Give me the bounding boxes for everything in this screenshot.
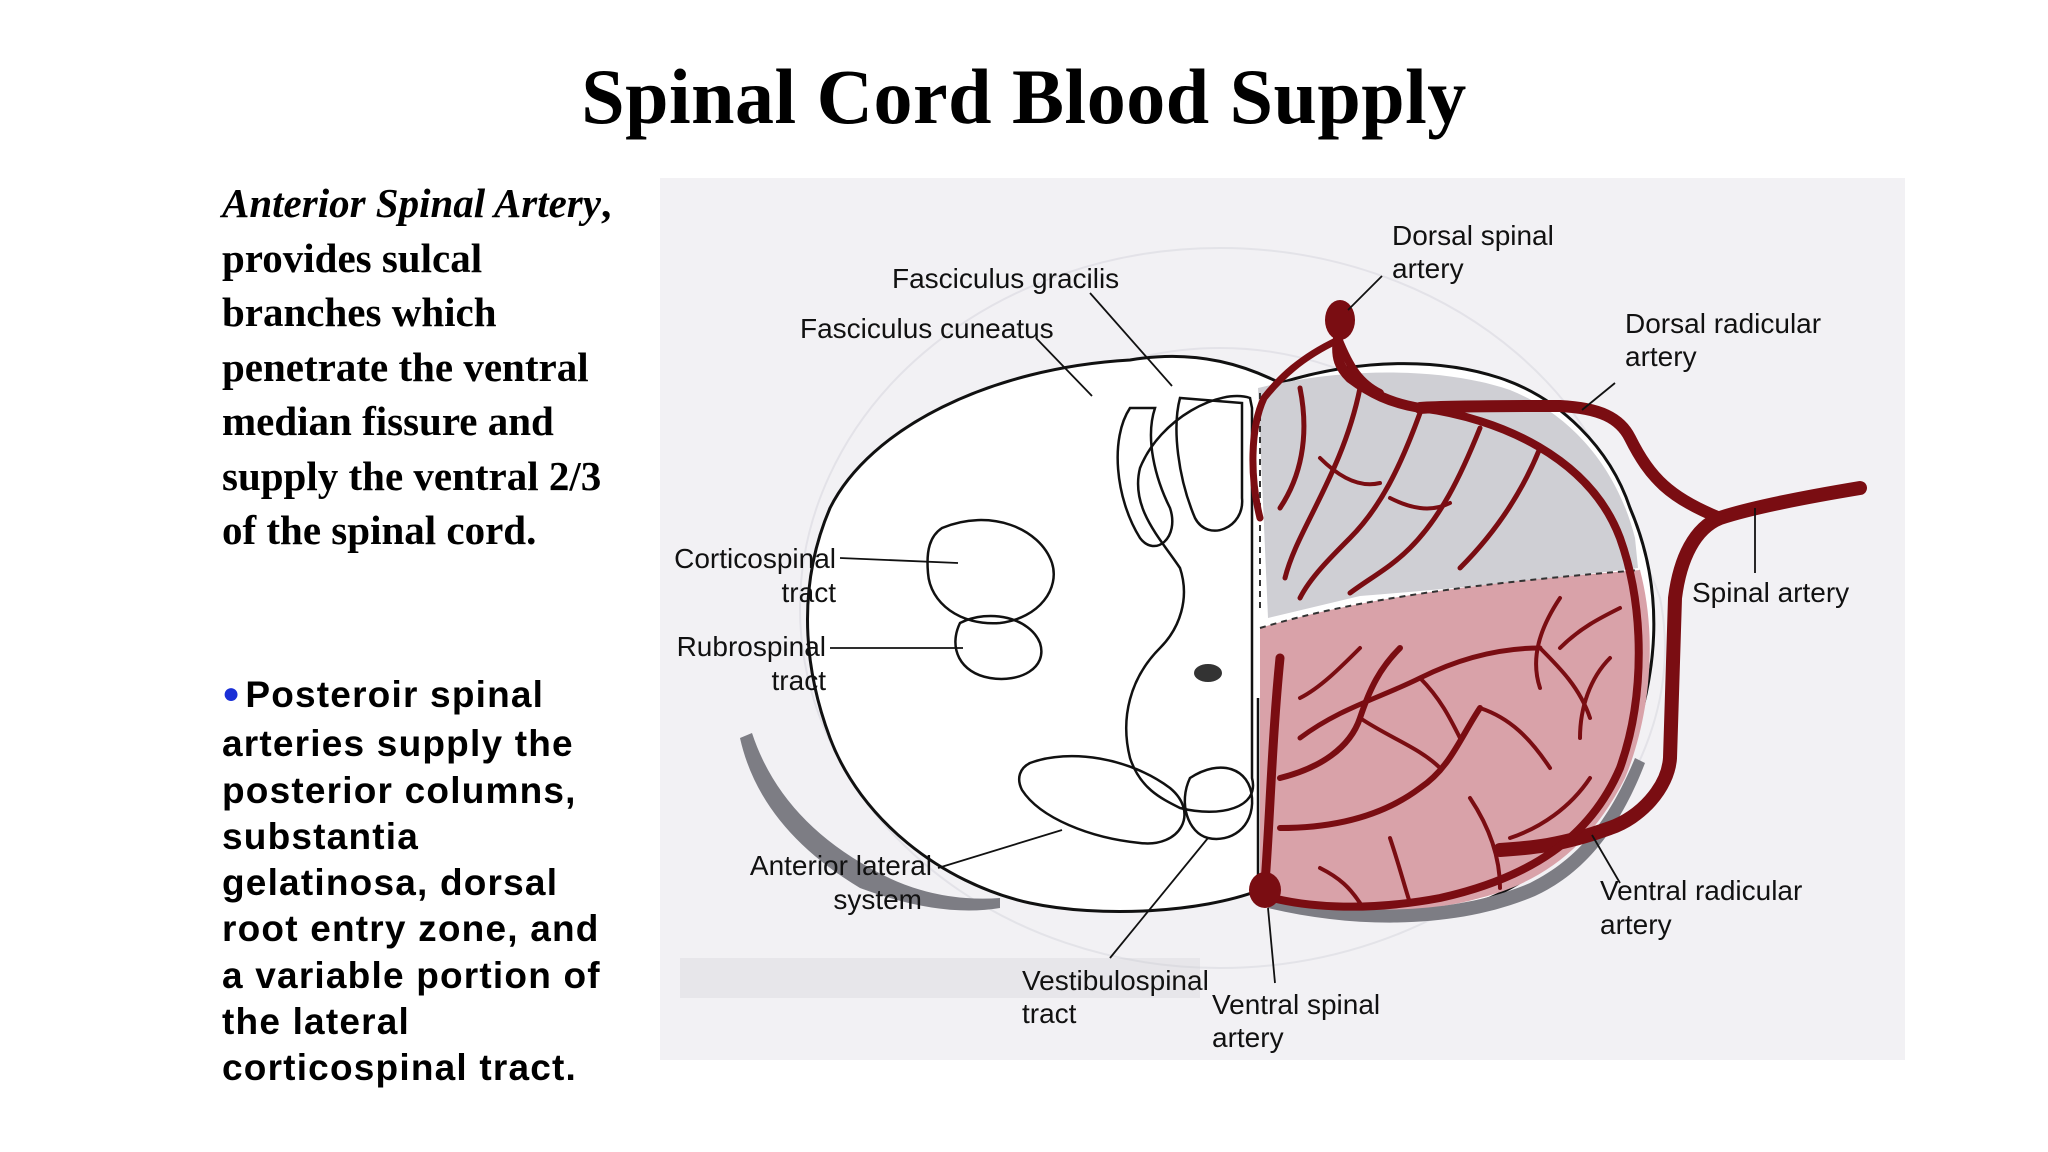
label-rubrospinal-tract-line1: Rubrospinal (677, 631, 826, 662)
bullet-icon: ● (222, 677, 242, 710)
anterior-lateral-region (1018, 754, 1186, 845)
label-ventral-spinal-artery-line1: Ventral spinal (1212, 989, 1380, 1020)
sulcal-branch (1260, 653, 1285, 888)
slide-title: Spinal Cord Blood Supply (581, 53, 1467, 140)
anterior-spinal-artery-term: Anterior Spinal Artery (222, 180, 601, 226)
artery-network (1249, 333, 1867, 911)
spinal-cord-diagram: Dorsal spinal artery Fasciculus gracilis… (660, 178, 1905, 1060)
label-fasciculus-gracilis: Fasciculus gracilis (892, 263, 1119, 294)
circumferential-artery (1261, 404, 1643, 911)
faded-band (680, 958, 1200, 998)
label-vestibulospinal-tract-line1: Vestibulospinal (1022, 965, 1209, 996)
central-canal (1194, 664, 1222, 682)
posterior-spinal-arteries-description: Posteroir spinal arteries supply the pos… (222, 674, 601, 1089)
ventral-supply-region (1260, 570, 1650, 911)
label-dorsal-spinal-artery-line1: Dorsal spinal (1392, 220, 1554, 251)
label-ventral-spinal-artery-line2: artery (1212, 1022, 1284, 1053)
gray-matter-left (1125, 394, 1255, 813)
meninges-left (740, 733, 1000, 911)
label-dorsal-radicular-artery-line1: Dorsal radicular (1625, 308, 1821, 339)
ventral-spinal-artery-node (1249, 872, 1281, 908)
label-ventral-radicular-artery-line1: Ventral radicular (1600, 875, 1802, 906)
label-dorsal-spinal-artery-line2: artery (1392, 253, 1464, 284)
dorsal-ventral-border (1259, 569, 1641, 629)
label-vestibulospinal-tract-line2: tract (1022, 998, 1077, 1029)
posterior-spinal-arteries-bullet: ●Posteroir spinal arteries supply the po… (222, 672, 622, 1092)
leader-lines (830, 275, 1756, 984)
vestibulospinal-region (1183, 766, 1254, 841)
fasciculus-gracilis-region (1175, 396, 1244, 532)
label-spinal-artery: Spinal artery (1692, 577, 1849, 608)
label-corticospinal-tract-line2: tract (782, 577, 837, 608)
label-ventral-radicular-artery-line2: artery (1600, 909, 1672, 940)
label-anterior-lateral-system-line2: system (833, 884, 922, 915)
fasciculus-cuneatus-region (1116, 406, 1174, 548)
dorsal-spinal-artery-branch (1332, 333, 1425, 413)
dorsal-arc (1249, 336, 1342, 522)
label-fasciculus-cuneatus: Fasciculus cuneatus (800, 313, 1054, 344)
label-rubrospinal-tract-line2: tract (772, 665, 827, 696)
label-corticospinal-tract-line1: Corticospinal (674, 543, 836, 574)
corticospinal-tract-region (926, 518, 1055, 625)
anterior-spinal-artery-description: , provides sulcal branches which penetra… (222, 180, 612, 553)
anterior-spinal-artery-paragraph: Anterior Spinal Artery, provides sulcal … (222, 176, 622, 558)
rubrospinal-tract-region (954, 614, 1043, 681)
label-anterior-lateral-system-line1: Anterior lateral (750, 850, 932, 881)
meninges-right (1268, 758, 1645, 923)
label-dorsal-radicular-artery-line2: artery (1625, 341, 1697, 372)
dorsal-spinal-artery-node (1325, 300, 1355, 340)
dorsal-spinal-artery-branch-2 (1334, 334, 1384, 397)
dorsal-radicular-artery (1414, 400, 1726, 524)
